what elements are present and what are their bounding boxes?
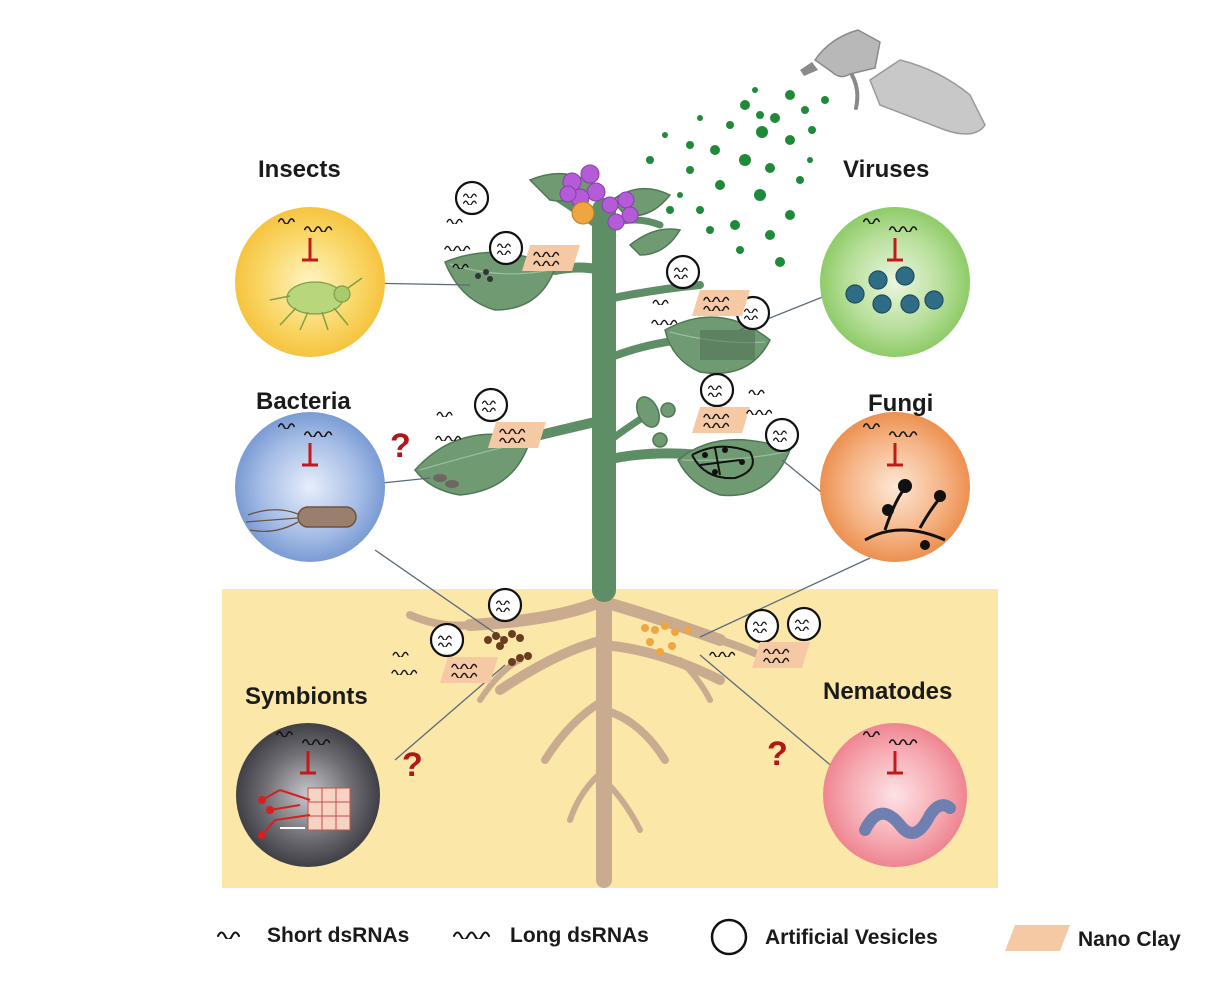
- fungi-circle: [820, 412, 970, 562]
- spray-droplet: [697, 115, 703, 121]
- spray-droplet: [754, 189, 766, 201]
- aphid-icon: [269, 277, 363, 331]
- spray-droplet: [808, 126, 816, 134]
- vesicle-icon: [473, 387, 509, 423]
- nano-clay-icon: [752, 642, 810, 668]
- spray-droplet: [770, 113, 780, 123]
- spray-droplet: [715, 180, 725, 190]
- vesicle-icon: [665, 254, 701, 290]
- vesicle-icon: [488, 230, 524, 266]
- legend-nano-clay-label: Nano Clay: [1078, 928, 1181, 951]
- spray-droplet: [686, 166, 694, 174]
- virus-particles-icon: [845, 266, 944, 314]
- spray-droplet: [756, 111, 764, 119]
- spray-droplet: [796, 176, 804, 184]
- nano-clay-icon: [488, 422, 546, 448]
- root-nodules: [484, 622, 692, 666]
- flowers: [559, 164, 639, 231]
- nematode-icon: [859, 799, 956, 839]
- inhibition-symbols: [276, 218, 918, 775]
- spray-droplet: [646, 156, 654, 164]
- fungus-icon: [864, 479, 946, 550]
- bacteria-label: Bacteria: [256, 388, 351, 415]
- spray-droplet: [677, 192, 683, 198]
- legend-glyphs: [217, 918, 1070, 956]
- viruses-label: Viruses: [843, 156, 930, 183]
- nano-clay-icon: [692, 290, 750, 316]
- delivery-annotations: [391, 180, 822, 683]
- symbionts-question-mark: ?: [402, 746, 423, 784]
- nano-clay-icon: [440, 657, 498, 683]
- vesicle-icon: [786, 606, 822, 642]
- spray-droplet: [785, 90, 795, 100]
- vesicle-icon: [744, 608, 780, 644]
- vesicle-icon: [764, 417, 800, 453]
- viruses-circle: [820, 207, 970, 357]
- spray-droplet: [686, 141, 694, 149]
- legend-vesicle-icon: [710, 918, 748, 956]
- symbiont-cells-icon: [258, 787, 351, 839]
- spray-droplet: [807, 157, 813, 163]
- nano-clay-icon: [692, 407, 750, 433]
- legend-nano-clay-icon: [1005, 925, 1070, 951]
- vesicle-icon: [454, 180, 490, 216]
- vesicle-icon: [699, 372, 735, 408]
- spray-droplet: [752, 87, 758, 93]
- nematodes-circle: [823, 723, 967, 867]
- bacterium-icon: [245, 506, 357, 533]
- nematodes-label: Nematodes: [823, 678, 953, 705]
- symbionts-label: Symbionts: [245, 683, 368, 710]
- spray-droplet: [739, 154, 751, 166]
- spray-droplet: [710, 145, 720, 155]
- spray-droplet: [785, 210, 795, 220]
- nano-clay-icon: [522, 245, 580, 271]
- spray-droplet: [706, 226, 714, 234]
- spray-droplet: [666, 206, 674, 214]
- spray-droplet: [785, 135, 795, 145]
- spray-droplet: [740, 100, 750, 110]
- spray-droplet: [765, 230, 775, 240]
- spray-droplet: [756, 126, 768, 138]
- spray-droplet: [775, 257, 785, 267]
- fungi-label: Fungi: [868, 390, 934, 417]
- spray-droplet: [736, 246, 744, 254]
- spray-droplet: [662, 132, 668, 138]
- spray-droplet: [821, 96, 829, 104]
- spray-droplet: [726, 121, 734, 129]
- vesicle-icon: [487, 587, 523, 623]
- spray-bottle: [800, 29, 986, 135]
- spray-droplet: [801, 106, 809, 114]
- spray-droplet: [765, 163, 775, 173]
- spray-droplet: [730, 220, 740, 230]
- legend-long-dsrna-label: Long dsRNAs: [510, 924, 649, 947]
- insects-label: Insects: [258, 156, 341, 183]
- spray-droplet: [696, 206, 704, 214]
- spray-droplets: [646, 87, 829, 267]
- legend-long-dsrna-icon: [453, 931, 490, 939]
- legend-short-dsrna-icon: [217, 931, 240, 939]
- legend-vesicles-label: Artificial Vesicles: [765, 926, 938, 949]
- leaf-pathogen-dots: [433, 269, 755, 488]
- nematodes-question-mark: ?: [767, 735, 788, 773]
- legend-short-dsrna-label: Short dsRNAs: [267, 924, 410, 947]
- bacteria-question-mark: ?: [390, 427, 411, 465]
- vesicle-icon: [429, 622, 465, 658]
